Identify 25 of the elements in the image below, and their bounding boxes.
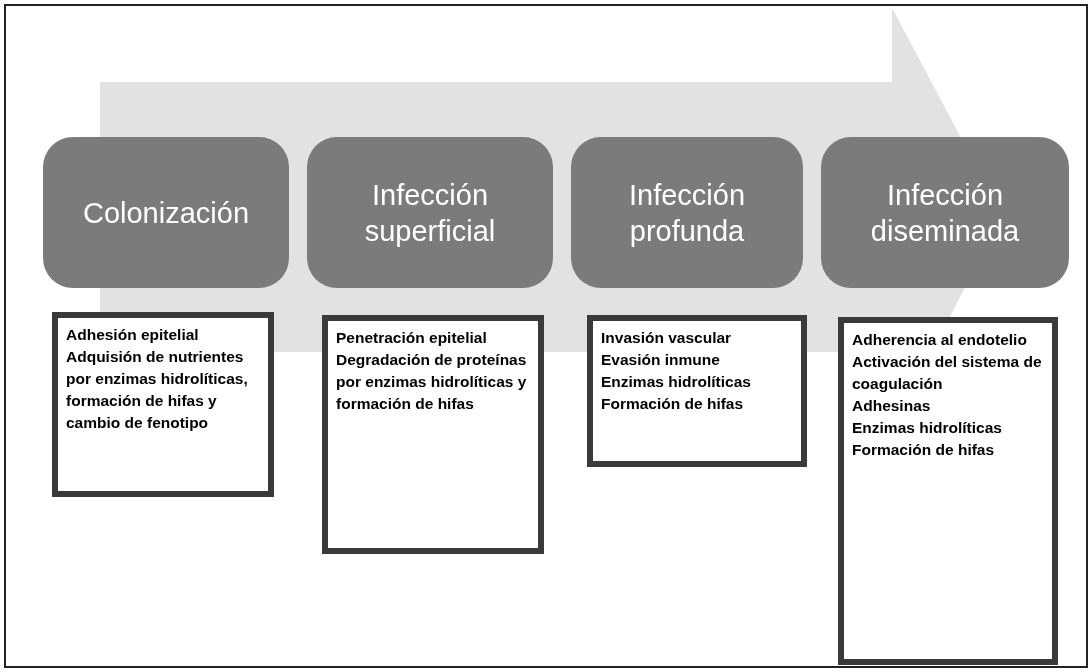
stage-title: Infección diseminada — [869, 177, 1021, 249]
description-text: Invasión vascular — [601, 328, 733, 348]
stage-title: Infección superficial — [363, 177, 497, 249]
description-text: Adherencia al endotelio — [852, 330, 1028, 350]
description-text: Evasión inmune — [601, 350, 721, 370]
description-text: Adhesinas — [852, 396, 932, 416]
description-box — [52, 312, 274, 497]
stage-title: Infección profunda — [627, 177, 747, 249]
description-text: Formación de hifas — [601, 394, 745, 414]
description-text: Adquisión de nutrientes por enzimas hidrolíticas, formación de hifas y cambio de fenotipo — [66, 347, 249, 433]
description-text: Degradación de proteínas por enzimas hidrolíticas y formación de hifas — [336, 350, 528, 414]
description-box — [838, 317, 1058, 665]
stage-box — [43, 137, 289, 288]
description-box — [322, 315, 544, 554]
description-text: Enzimas hidrolíticas — [601, 372, 752, 392]
description-text: Enzimas hidrolíticas — [852, 418, 1003, 438]
description-text: Penetración epitelial — [336, 328, 488, 348]
stage-title: Colonización — [82, 195, 249, 231]
description-text: Adhesión epitelial — [66, 325, 200, 345]
description-box — [587, 315, 807, 467]
stage-box — [571, 137, 803, 288]
stage-box — [821, 137, 1069, 288]
description-text: Activación del sistema de coagulación — [852, 352, 1043, 394]
description-text: Formación de hifas — [852, 440, 996, 460]
stage-box — [307, 137, 553, 288]
